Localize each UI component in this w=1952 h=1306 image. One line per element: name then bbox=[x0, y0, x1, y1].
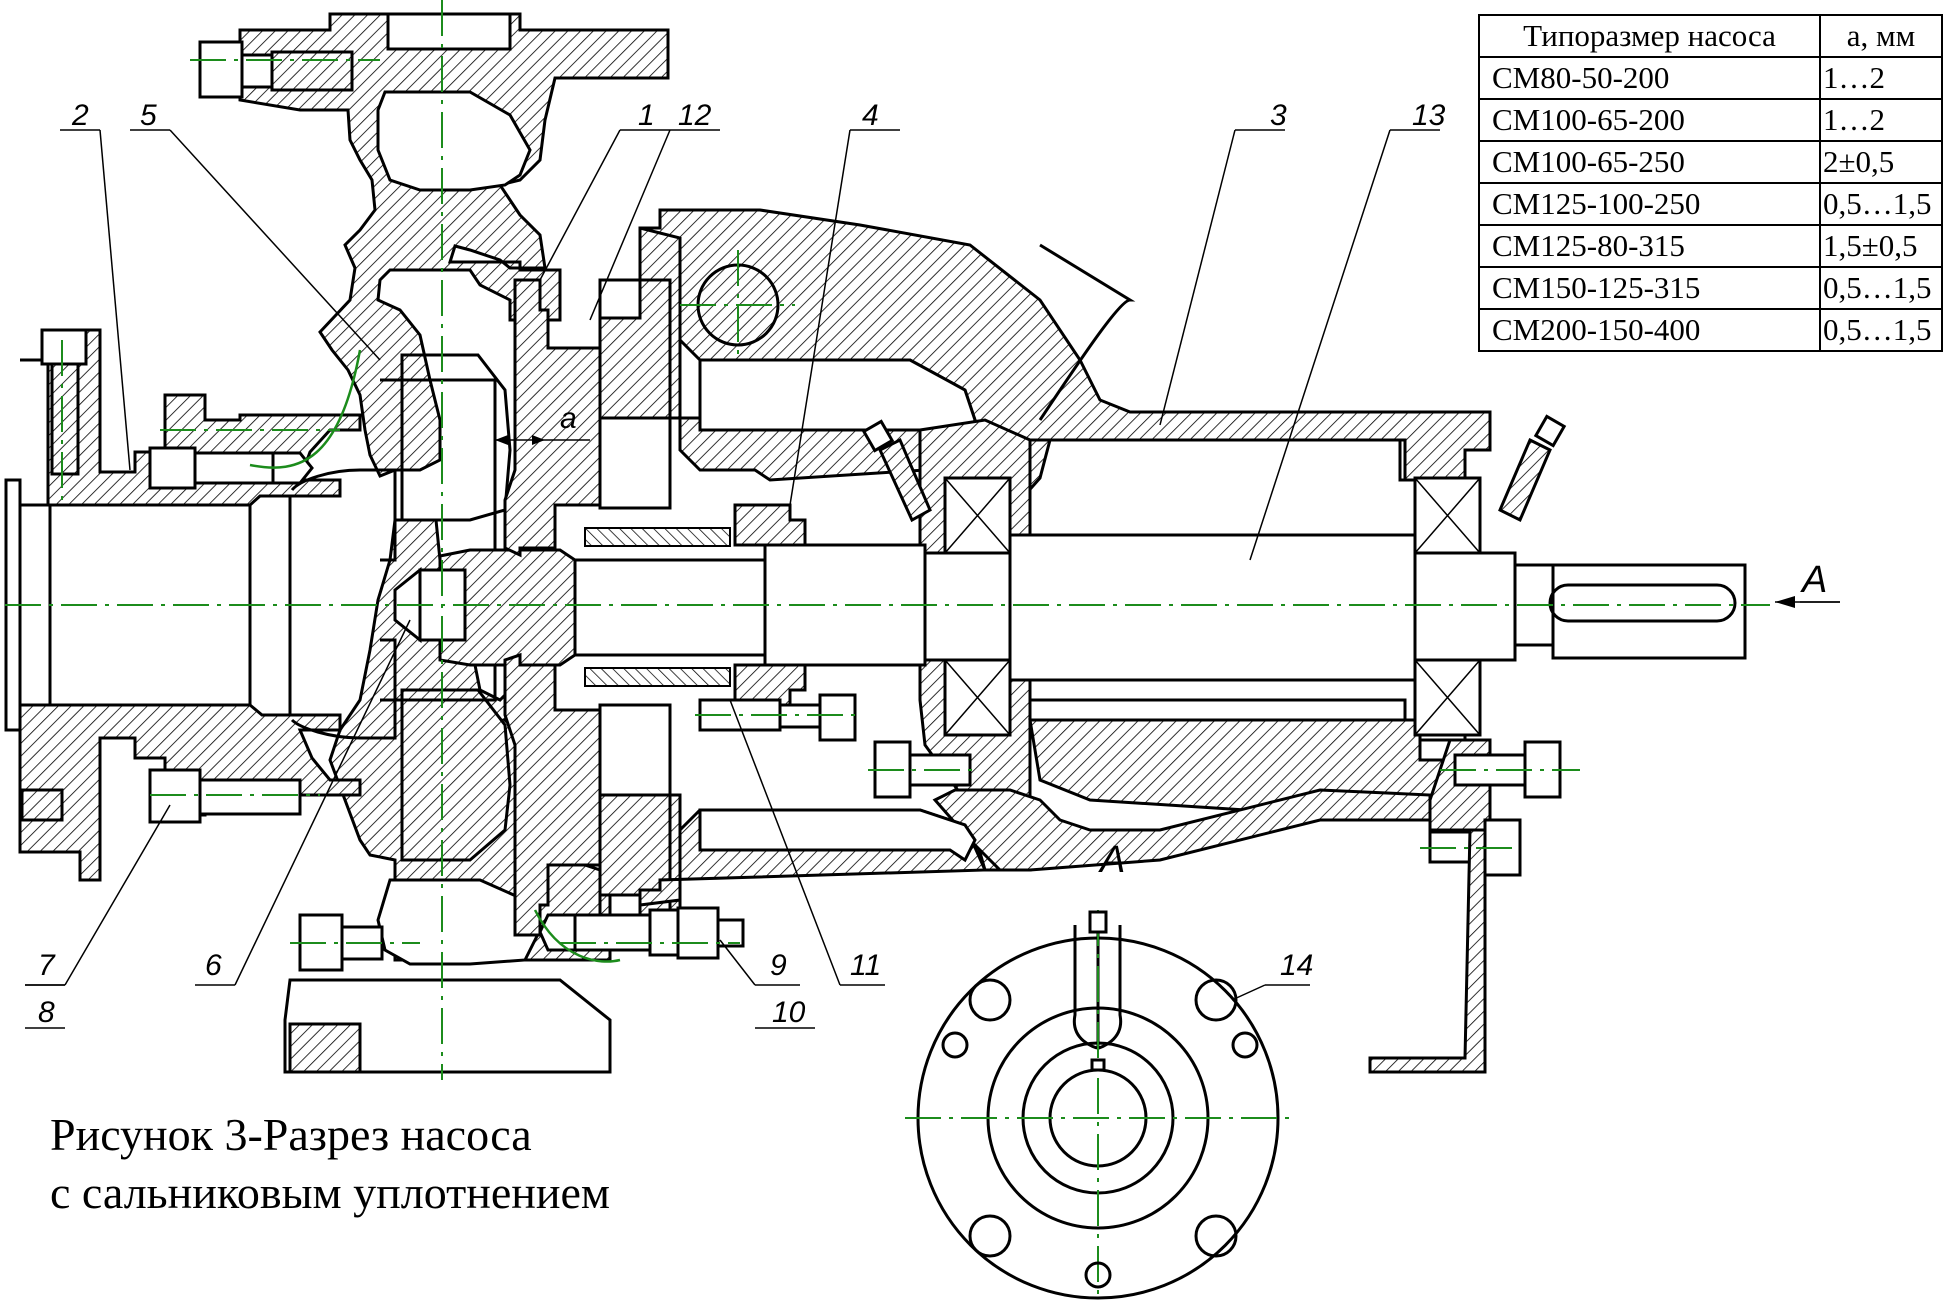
bearing-right bbox=[1413, 476, 1482, 737]
part-label-14: 14 bbox=[1280, 949, 1313, 982]
grease-nipple-right bbox=[1498, 414, 1567, 523]
table-header-a: а, мм bbox=[1819, 14, 1943, 58]
part-label-5: 5 bbox=[140, 99, 157, 132]
shaft bbox=[573, 533, 1747, 682]
pump-size-cell: СМ100-65-200 bbox=[1478, 98, 1821, 142]
part-label-7: 7 bbox=[38, 949, 56, 982]
gland-bolt bbox=[698, 693, 857, 742]
part-label-10: 10 bbox=[772, 996, 806, 1029]
pump-size-cell: СМ125-100-250 bbox=[1478, 182, 1821, 226]
pump-size-cell: СМ100-65-250 bbox=[1478, 140, 1821, 184]
gap-value-cell: 1…2 bbox=[1819, 98, 1943, 142]
gap-value-cell: 2±0,5 bbox=[1819, 140, 1943, 184]
part-labels: 2 5 1 12 4 3 13 7 8 6 9 10 11 14 bbox=[25, 99, 1446, 1029]
table-header-size: Типоразмер насоса bbox=[1478, 14, 1821, 58]
part-label-2: 2 bbox=[71, 99, 89, 132]
part-label-11: 11 bbox=[850, 949, 881, 982]
part-label-6: 6 bbox=[205, 949, 222, 982]
drain-plug bbox=[538, 906, 745, 960]
bearing-frame bbox=[638, 208, 1492, 907]
pump-foot bbox=[283, 978, 612, 1074]
axis-lines bbox=[5, 0, 1770, 1080]
dim-a-label: a bbox=[560, 402, 577, 435]
dimension-a: a bbox=[495, 402, 590, 445]
table-header-row: Типоразмер насоса а, мм bbox=[1478, 14, 1943, 58]
part-label-13: 13 bbox=[1412, 99, 1446, 132]
pump-size-cell: СМ200-150-400 bbox=[1478, 308, 1821, 352]
gap-value-cell: 1,5±0,5 bbox=[1819, 224, 1943, 268]
bolt-top-left bbox=[40, 328, 314, 490]
leader-lines bbox=[25, 129, 1440, 1001]
view-arrow: А bbox=[1775, 559, 1840, 608]
discharge-flange bbox=[386, 12, 512, 51]
figure-caption-line-2: с сальниковым уплотнением bbox=[50, 1167, 610, 1218]
view-arrow-label: А bbox=[1800, 559, 1827, 601]
part-label-4: 4 bbox=[862, 99, 879, 132]
figure-caption-line-1: Рисунок 3-Разрез насоса bbox=[50, 1109, 532, 1160]
bolt-top-flange bbox=[198, 40, 354, 99]
gap-value-cell: 0,5…1,5 bbox=[1819, 308, 1943, 352]
part-label-9: 9 bbox=[770, 949, 787, 982]
part-label-8: 8 bbox=[38, 996, 55, 1029]
view-a-title: А bbox=[1098, 839, 1125, 881]
gap-value-cell: 0,5…1,5 bbox=[1819, 182, 1943, 226]
part-label-12: 12 bbox=[678, 99, 712, 132]
pump-size-cell: СМ125-80-315 bbox=[1478, 224, 1821, 268]
part-label-3: 3 bbox=[1270, 99, 1287, 132]
view-a: А bbox=[905, 839, 1290, 1300]
gap-value-cell: 1…2 bbox=[1819, 56, 1943, 100]
part-label-1: 1 bbox=[638, 99, 655, 132]
grease-nipple-left bbox=[861, 419, 932, 523]
pump-size-cell: СМ80-50-200 bbox=[1478, 56, 1821, 100]
bearing-left bbox=[943, 476, 1012, 737]
pump-size-cell: СМ150-125-315 bbox=[1478, 266, 1821, 310]
gap-value-cell: 0,5…1,5 bbox=[1819, 266, 1943, 310]
support-bracket bbox=[1368, 828, 1487, 1074]
packing-rings bbox=[584, 503, 807, 707]
